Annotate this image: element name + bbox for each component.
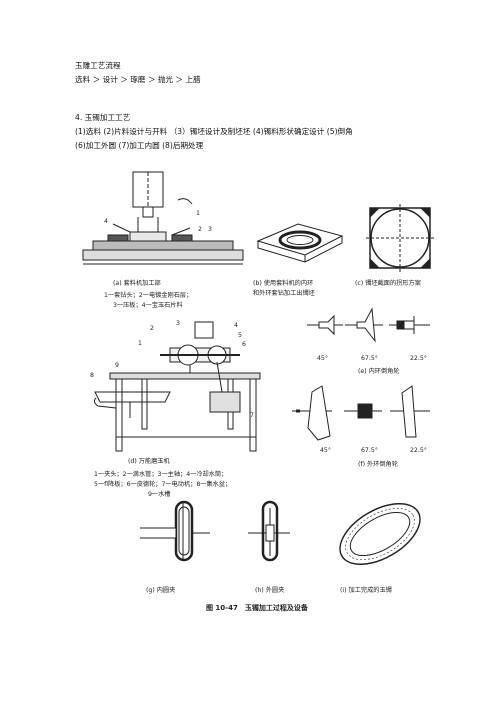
section-heading: 4. 玉镯加工工艺 — [75, 113, 131, 122]
callout-d-7: 7 — [250, 412, 254, 419]
angle-f-45: 45° — [320, 447, 331, 454]
caption-b-line2: 和外环套钻加工出镯坯 — [253, 290, 315, 297]
callout-d-4: 4 — [234, 322, 238, 329]
callout-a-4: 4 — [104, 218, 108, 225]
angle-f-67: 67.5° — [361, 447, 378, 454]
caption-b-line1: (b) 使用套料机的内环 — [253, 280, 314, 287]
callout-d-8: 8 — [90, 372, 94, 379]
angle-e-45: 45° — [317, 355, 328, 362]
angle-e-22: 22.5° — [410, 355, 427, 362]
callout-a-3: 3 — [208, 226, 212, 233]
page-title: 玉雕工艺流程 — [75, 61, 121, 70]
inner-clamp-drawing — [140, 500, 210, 562]
figure-main-caption: 图 10-47 玉镯加工过程及设备 — [206, 604, 308, 612]
caption-i: (i) 加工完成的玉镯 — [340, 587, 392, 594]
caption-f: (f) 外环倒角轮 — [358, 461, 398, 468]
caption-e: (e) 内环倒角轮 — [358, 368, 400, 375]
caption-c: (c) 镯坯截面的拐形方案 — [355, 280, 421, 287]
disc-ring-drawing — [256, 223, 344, 263]
angle-e-67: 67.5° — [361, 355, 378, 362]
bracelet-section-drawing — [366, 204, 434, 272]
inner-chamfer-wheels-drawing — [307, 307, 430, 343]
legend-d-line1: 1一夹头；2一滴水管；3一主轴；4一冷却水筒； — [94, 471, 228, 478]
callout-a-1: 1 — [196, 210, 200, 217]
callout-d-6: 6 — [242, 341, 246, 348]
process-flow: 选料 ＞ 设计 ＞ 琢磨 ＞ 抛光 ＞ 上腊 — [75, 75, 201, 84]
legend-a-line2: 3一压板；4一宝玉石片料 — [113, 302, 183, 309]
finished-bracelet-drawing — [339, 502, 421, 566]
angle-f-22: 22.5° — [410, 447, 427, 454]
caption-d: (d) 万能磨玉机 — [128, 458, 170, 465]
outer-clamp-drawing — [248, 500, 290, 562]
grinding-machine-drawing — [93, 321, 261, 452]
callout-a-2: 2 — [198, 226, 202, 233]
steps-line-2: (6)加工外圆 (7)加工内圆 (8)后期处理 — [75, 141, 204, 150]
legend-d-line2: 5一fl降板；6一皮德轮；7一电动机；8一集水盆； — [94, 481, 232, 488]
callout-d-1: 1 — [138, 340, 142, 347]
callout-d-2: 2 — [150, 325, 154, 332]
callout-d-5: 5 — [238, 332, 242, 339]
caption-h: (h) 外圆夹 — [255, 587, 285, 594]
callout-d-9: 9 — [115, 362, 119, 369]
coring-machine-drawing — [82, 171, 244, 265]
caption-a: (a) 套料机加工部 — [113, 280, 161, 287]
caption-g: (g) 内圆夹 — [146, 587, 176, 594]
legend-a-line1: 1一套钻头；2一电镀金刚石层； — [104, 292, 193, 299]
steps-line-1: (1)选料 (2)片料设计与开料 （3）镯坯设计及制坯坯 (4)镯料形状确定设计… — [75, 127, 353, 136]
outer-chamfer-wheels-drawing — [292, 385, 430, 441]
legend-d-line3: 9一水槽 — [148, 491, 171, 498]
callout-d-3: 3 — [176, 320, 180, 327]
